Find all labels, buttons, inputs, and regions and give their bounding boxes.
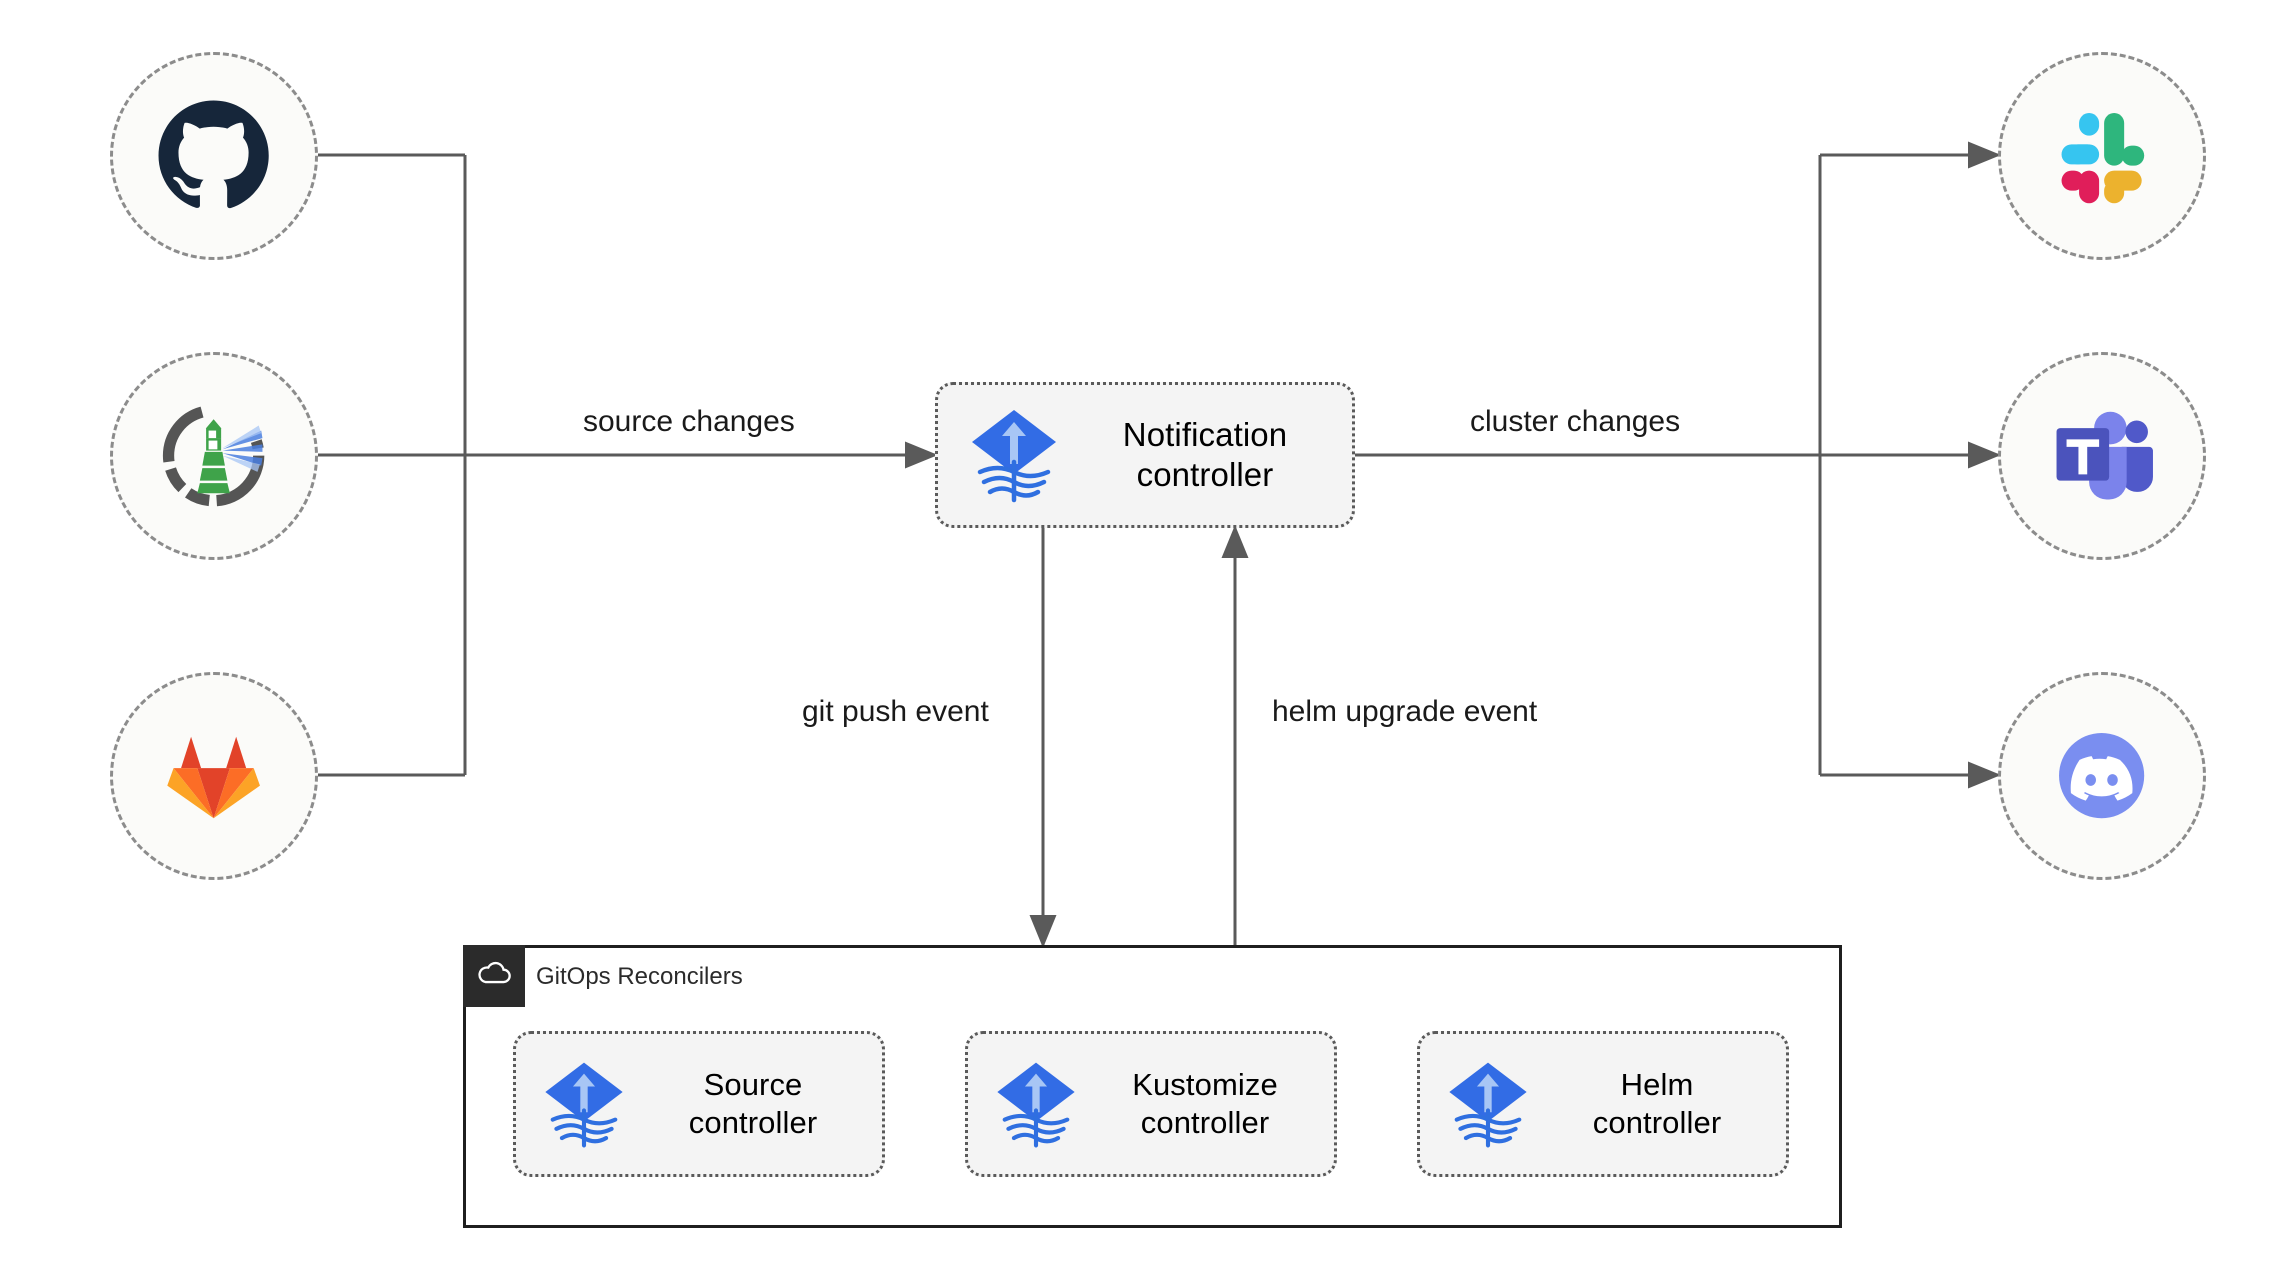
notification-controller-line1: Notification [1122,415,1288,453]
notification-controller-node[interactable]: Notification controller [935,382,1355,528]
edge-label-helm-upgrade-event: helm upgrade event [1272,695,1538,728]
kustomize-controller-line2: controller [1140,1105,1270,1140]
github-icon [151,93,276,218]
gitops-container-title: GitOps Reconcilers [536,963,743,990]
gitops-container-tab [463,945,525,1007]
helm-controller-line2: controller [1592,1105,1722,1140]
notification-controller-label: Notification controller [1064,415,1352,496]
kustomize-controller-node[interactable]: Kustomize controller [965,1031,1337,1177]
edge-label-source-changes: source changes [583,405,795,438]
discord-icon [2039,713,2164,838]
destination-node-slack[interactable] [1998,52,2206,260]
flux-icon [1442,1054,1534,1154]
notification-controller-line2: controller [1136,456,1274,493]
source-node-gitlab[interactable] [110,672,318,880]
helm-controller-label: Helm controller [1534,1066,1786,1142]
source-controller-node[interactable]: Source controller [513,1031,885,1177]
destination-node-discord[interactable] [1998,672,2206,880]
flux-icon [964,402,1064,508]
flux-icon [990,1054,1082,1154]
microsoft-teams-icon [2039,393,2164,518]
source-controller-line2: controller [688,1105,818,1140]
kustomize-controller-label: Kustomize controller [1082,1066,1334,1142]
source-node-harbor[interactable] [110,352,318,560]
kustomize-controller-line1: Kustomize [1132,1067,1278,1103]
source-controller-label: Source controller [630,1066,882,1142]
harbor-icon [151,393,276,518]
helm-controller-line1: Helm [1620,1067,1694,1103]
gitlab-icon [151,713,276,838]
edge-label-cluster-changes: cluster changes [1470,405,1681,438]
cloud-icon [475,961,513,991]
flux-icon [538,1054,630,1154]
source-node-github[interactable] [110,52,318,260]
slack-icon [2039,93,2164,218]
source-controller-line1: Source [703,1067,803,1103]
helm-controller-node[interactable]: Helm controller [1417,1031,1789,1177]
destination-node-teams[interactable] [1998,352,2206,560]
edge-label-git-push-event: git push event [802,695,989,728]
